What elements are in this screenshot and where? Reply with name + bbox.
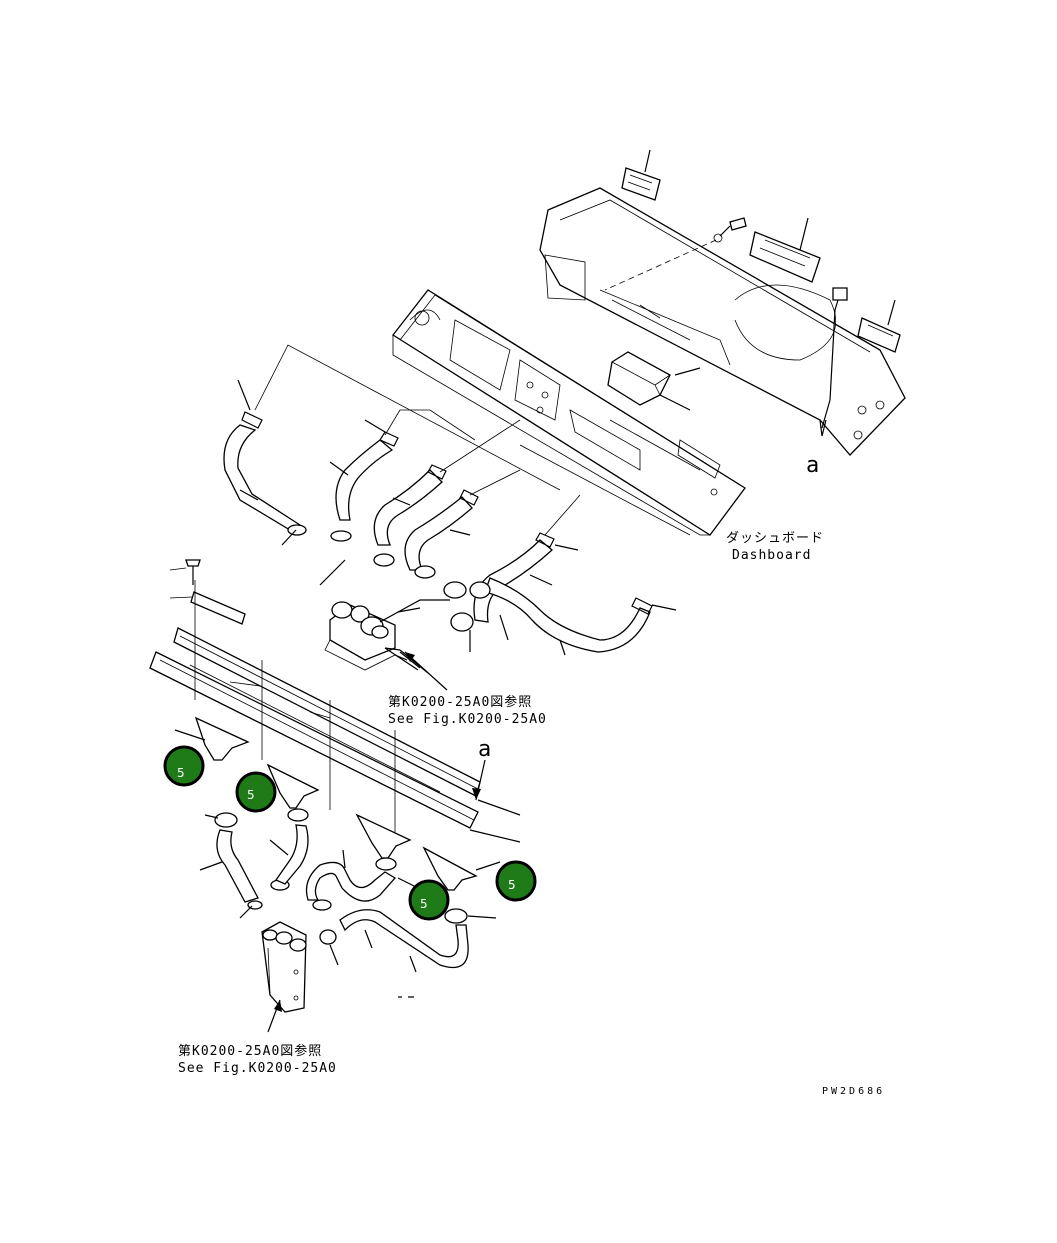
callout-5-a[interactable]: 5 xyxy=(163,745,205,787)
bolt-left xyxy=(169,559,201,585)
drawing-code: PW2D686 xyxy=(822,1086,885,1097)
bolt-upper-2 xyxy=(819,287,848,437)
hose-clamps-upper xyxy=(281,524,491,652)
callout-5-c[interactable]: 5 xyxy=(408,879,450,921)
diffuser-4 xyxy=(422,846,501,891)
callout-5-d-label: 5 xyxy=(508,878,516,892)
diffuser-2 xyxy=(266,763,320,809)
ref-upper-arrow xyxy=(404,651,448,691)
diffuser-1 xyxy=(174,716,250,761)
callout-5-d[interactable]: 5 xyxy=(495,860,537,902)
dashboard-label-en: Dashboard xyxy=(732,548,811,563)
ref-lower-jp: 第K0200-25A0図参照 xyxy=(178,1043,322,1059)
hose-6 xyxy=(484,577,677,656)
lower-duct-hoses xyxy=(199,808,497,998)
ref-lower-en: See Fig.K0200-25A0 xyxy=(178,1061,337,1076)
duct-rail-lower xyxy=(149,651,479,829)
heater-valve-assembly xyxy=(324,599,450,671)
ref-lower-arrow xyxy=(267,999,282,1033)
callout-5-b-label: 5 xyxy=(247,788,255,802)
dashboard-frame xyxy=(392,289,746,536)
bracket-left xyxy=(169,591,246,625)
vent-grille-3 xyxy=(857,299,901,353)
bolt-upper-1 xyxy=(604,217,747,291)
ref-upper-jp: 第K0200-25A0図参照 xyxy=(388,694,532,710)
marker-a-top: a xyxy=(806,453,819,478)
lower-distribution-box xyxy=(261,921,307,1013)
marker-a-bottom: a xyxy=(478,737,491,762)
callout-5-c-label: 5 xyxy=(420,897,428,911)
hose-1 xyxy=(223,379,302,531)
dashboard-label-jp: ダッシュボード xyxy=(726,531,824,546)
relay-box xyxy=(607,351,701,411)
hose-3 xyxy=(373,464,447,546)
diffuser-3 xyxy=(355,813,412,859)
callout-5-a-label: 5 xyxy=(177,766,185,780)
vent-grille-2 xyxy=(749,217,821,283)
ref-upper-en: See Fig.K0200-25A0 xyxy=(388,712,547,727)
hose-2 xyxy=(329,419,399,521)
hose-5 xyxy=(473,532,579,623)
callout-5-b[interactable]: 5 xyxy=(235,771,277,813)
vent-grille-1 xyxy=(621,149,661,201)
